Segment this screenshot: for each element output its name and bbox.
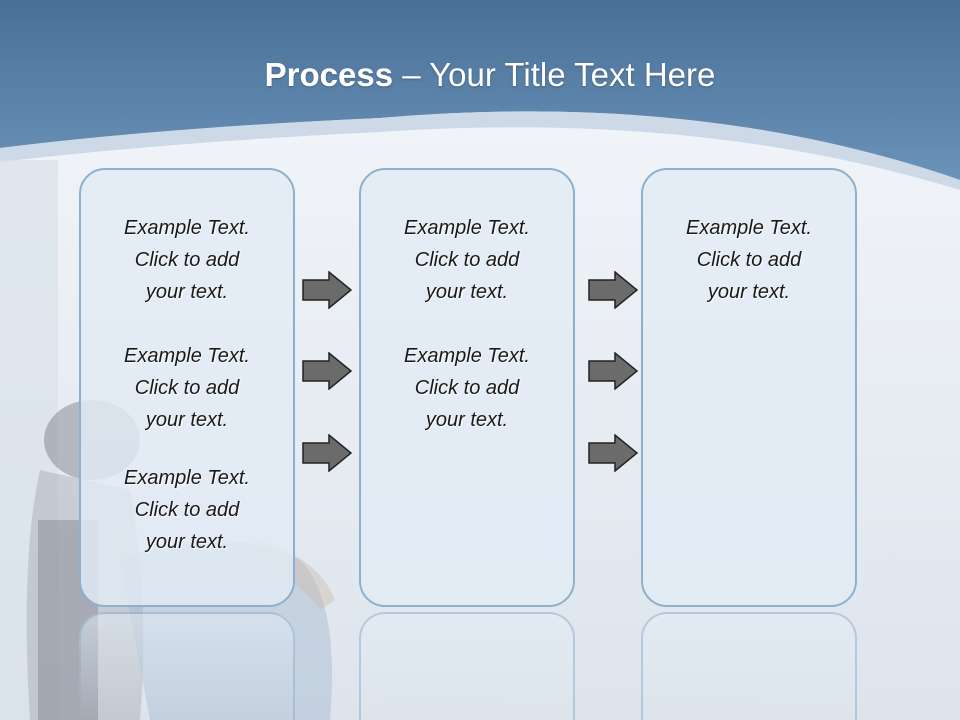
text-line: Click to add — [414, 377, 520, 399]
right-arrow-icon[interactable] — [302, 271, 352, 309]
right-arrow-icon[interactable] — [588, 352, 638, 390]
right-arrow-icon[interactable] — [588, 271, 638, 309]
title-rest: – Your Title Text Here — [393, 56, 716, 93]
process-box-1[interactable]: Example Text. Click to add your text. Ex… — [79, 168, 295, 607]
text-block[interactable]: Example Text. Click to add your text. — [81, 462, 293, 558]
box-reflection — [79, 612, 295, 720]
header-band — [0, 0, 960, 180]
text-line: Example Text. — [404, 345, 530, 367]
text-block[interactable]: Example Text. Click to add your text. — [643, 212, 855, 308]
text-line: your text. — [145, 531, 229, 553]
box-reflection — [359, 612, 575, 720]
text-line: Example Text. — [404, 217, 530, 239]
text-line: Click to add — [696, 249, 802, 271]
box-reflection — [641, 612, 857, 720]
text-line: Example Text. — [124, 217, 250, 239]
right-arrow-icon[interactable] — [302, 434, 352, 472]
text-block[interactable]: Example Text. Click to add your text. — [361, 340, 573, 436]
text-block[interactable]: Example Text. Click to add your text. — [81, 212, 293, 308]
text-block[interactable]: Example Text. Click to add your text. — [361, 212, 573, 308]
text-line: your text. — [145, 281, 229, 303]
right-arrow-icon[interactable] — [588, 434, 638, 472]
header-swoosh — [0, 111, 960, 190]
slide-title[interactable]: Process – Your Title Text Here — [0, 56, 960, 94]
text-line: your text. — [145, 409, 229, 431]
text-line: your text. — [425, 281, 509, 303]
title-bold: Process — [264, 56, 394, 93]
text-line: Example Text. — [124, 345, 250, 367]
text-line: Click to add — [134, 249, 240, 271]
right-arrow-icon[interactable] — [302, 352, 352, 390]
text-line: Example Text. — [686, 217, 812, 239]
process-box-2[interactable]: Example Text. Click to add your text. Ex… — [359, 168, 575, 607]
text-line: Click to add — [414, 249, 520, 271]
text-line: Click to add — [134, 499, 240, 521]
text-block[interactable]: Example Text. Click to add your text. — [81, 340, 293, 436]
text-line: Example Text. — [124, 467, 250, 489]
process-box-3[interactable]: Example Text. Click to add your text. — [641, 168, 857, 607]
text-line: your text. — [707, 281, 791, 303]
text-line: your text. — [425, 409, 509, 431]
text-line: Click to add — [134, 377, 240, 399]
